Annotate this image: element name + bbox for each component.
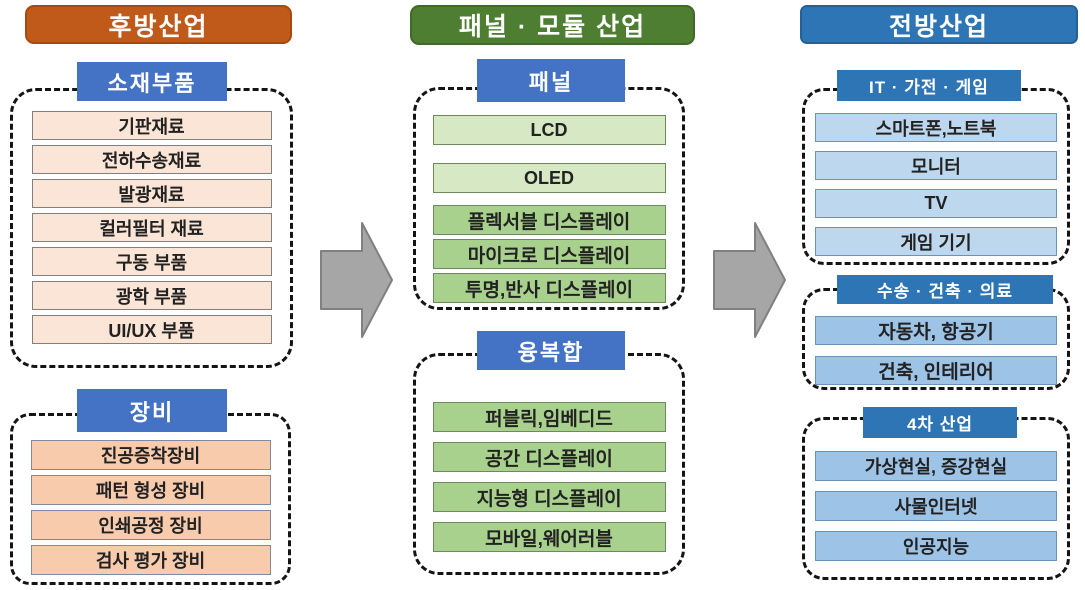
panel-item: 플렉서블 디스플레이 — [432, 205, 666, 235]
panel-group: LCD OLED 플렉서블 디스플레이 마이크로 디스플레이 투명,반사 디스플… — [413, 87, 685, 310]
transport-construction-medical-group-header: 수송 · 건축 · 의료 — [837, 275, 1053, 304]
materials-group: 기판재료 전하수송재료 발광재료 컬러필터 재료 구동 부품 광학 부품 UI/… — [10, 88, 293, 368]
transport-item: 건축, 인테리어 — [815, 356, 1057, 385]
equipment-item: 인쇄공정 장비 — [30, 510, 271, 540]
convergence-group: 퍼블릭,임베디드 공간 디스플레이 지능형 디스플레이 모바일,웨어러블 — [413, 353, 685, 575]
equipment-group-header: 장비 — [77, 389, 227, 432]
panel-item: OLED — [432, 163, 666, 193]
convergence-group-header: 융복합 — [477, 331, 625, 370]
panel-item: LCD — [432, 115, 666, 145]
transport-construction-medical-group: 자동차, 항공기 건축, 인테리어 — [802, 288, 1070, 390]
fourth-industry-item: 가상현실, 증강현실 — [815, 451, 1057, 481]
fourth-industry-group-header: 4차 산업 — [863, 407, 1017, 438]
material-item: 구동 부품 — [31, 247, 272, 276]
material-item: 전하수송재료 — [31, 145, 272, 174]
fourth-industry-group: 가상현실, 증강현실 사물인터넷 인공지능 — [802, 417, 1070, 580]
right-arrow-icon — [320, 222, 393, 338]
backward-industry-header: 후방산업 — [25, 5, 292, 44]
fourth-industry-item: 사물인터넷 — [815, 491, 1057, 521]
fourth-industry-item: 인공지능 — [815, 531, 1057, 561]
it-item: TV — [815, 189, 1057, 218]
right-arrow-icon — [713, 222, 786, 338]
panel-group-header: 패널 — [477, 59, 625, 102]
equipment-item: 패턴 형성 장비 — [30, 475, 271, 505]
equipment-item: 검사 평가 장비 — [30, 545, 271, 575]
convergence-item: 퍼블릭,임베디드 — [432, 402, 666, 432]
panel-item: 투명,반사 디스플레이 — [432, 273, 666, 303]
convergence-item: 지능형 디스플레이 — [432, 482, 666, 512]
panel-module-industry-header: 패널 · 모듈 산업 — [410, 5, 695, 45]
convergence-item: 모바일,웨어러블 — [432, 522, 666, 552]
materials-group-header: 소재부품 — [77, 62, 227, 101]
equipment-item: 진공증착장비 — [30, 440, 271, 470]
it-appliance-game-group-header: IT · 가전 · 게임 — [837, 70, 1021, 101]
it-item: 모니터 — [815, 151, 1057, 180]
equipment-group: 진공증착장비 패턴 형성 장비 인쇄공정 장비 검사 평가 장비 — [10, 413, 291, 585]
convergence-item: 공간 디스플레이 — [432, 442, 666, 472]
transport-item: 자동차, 항공기 — [815, 316, 1057, 345]
it-item: 스마트폰,노트북 — [815, 113, 1057, 142]
forward-industry-header: 전방산업 — [800, 5, 1078, 44]
material-item: 컬러필터 재료 — [31, 213, 272, 242]
it-appliance-game-group: 스마트폰,노트북 모니터 TV 게임 기기 — [802, 88, 1070, 265]
material-item: 기판재료 — [31, 111, 272, 140]
panel-item: 마이크로 디스플레이 — [432, 239, 666, 269]
it-item: 게임 기기 — [815, 227, 1057, 256]
material-item: UI/UX 부품 — [31, 315, 272, 344]
material-item: 광학 부품 — [31, 281, 272, 310]
material-item: 발광재료 — [31, 179, 272, 208]
